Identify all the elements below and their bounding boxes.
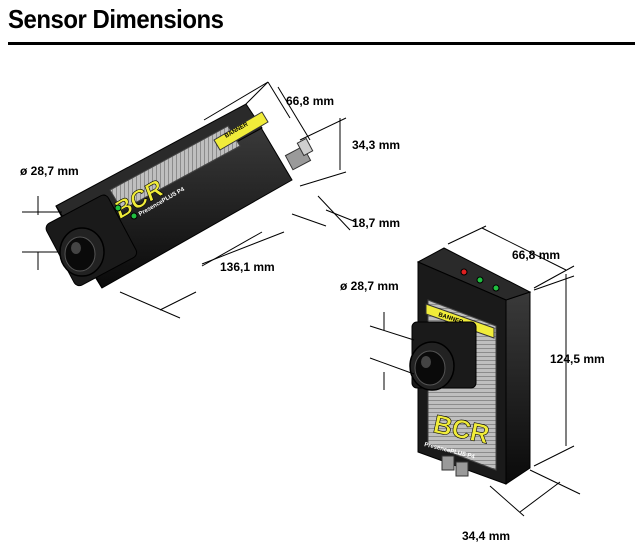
led-red-v: [460, 268, 468, 276]
led-green-v2: [492, 284, 500, 292]
dim-h-length: 136,1 mm: [220, 260, 275, 274]
dim-h-width: 66,8 mm: [286, 94, 334, 108]
sensor-vertical: BANNER BCR PresencePLUS P4: [409, 247, 532, 485]
led-green-v1: [476, 276, 484, 284]
dim-v-depth: 34,4 mm: [462, 529, 510, 543]
sensor-horizontal: BANNER BCR PresencePLUS P4: [45, 103, 314, 289]
title-rule: [8, 42, 635, 45]
led-green-h1: [114, 204, 122, 212]
dim-v-lens: ø 28,7 mm: [340, 279, 399, 293]
led-green-h2: [130, 212, 138, 220]
dim-h-height: 34,3 mm: [352, 138, 400, 152]
dim-v-width: 66,8 mm: [512, 248, 560, 262]
rear-connector: [284, 137, 314, 171]
dimension-lines-horizontal: [22, 81, 357, 319]
dim-v-height: 124,5 mm: [550, 352, 605, 366]
dim-h-connector: 18,7 mm: [352, 216, 400, 230]
page-title: Sensor Dimensions: [8, 4, 224, 34]
dim-h-lens: ø 28,7 mm: [20, 164, 79, 178]
dimension-lines-vertical: [369, 225, 581, 517]
